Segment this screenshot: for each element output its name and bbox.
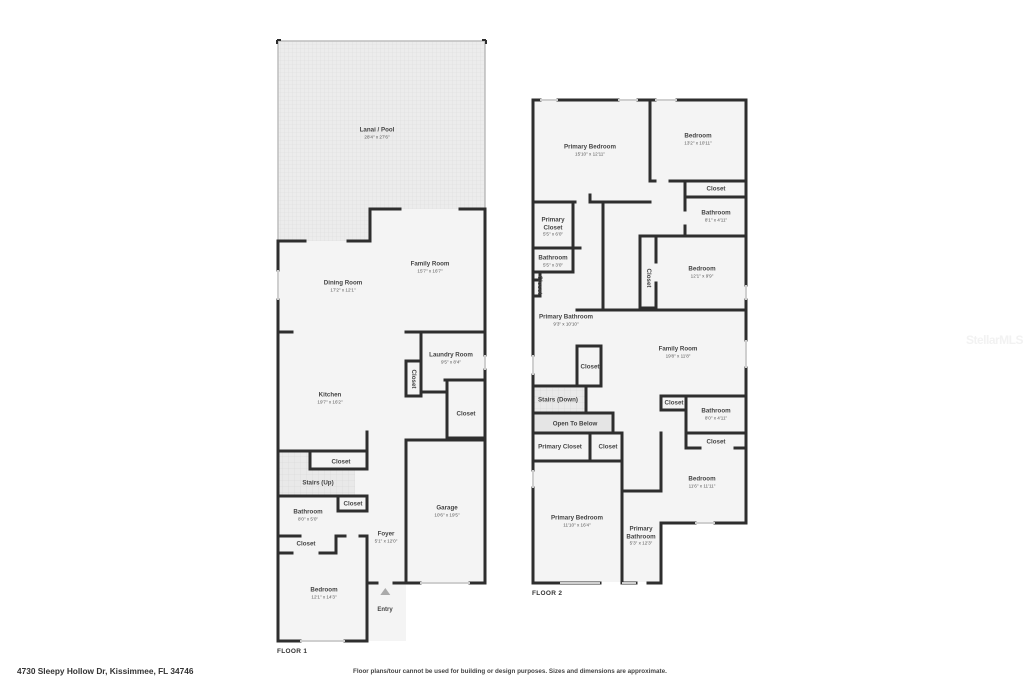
- entry-label: Entry: [377, 607, 393, 613]
- floor-2-plan: [531, 98, 748, 585]
- entry-arrow-icon: [380, 588, 390, 595]
- entry-marker: Entry: [377, 588, 393, 616]
- floor-1-plan: [276, 39, 487, 643]
- floor-1-interior: [278, 241, 485, 451]
- floor-1-label: FLOOR 1: [277, 648, 308, 655]
- floor-2-label: FLOOR 2: [532, 590, 563, 597]
- stairs-down-area: [534, 388, 586, 413]
- open-to-below-area: [534, 413, 613, 433]
- watermark-logo: StellarMLS: [966, 333, 1024, 347]
- disclaimer-text: Floor plans/tour cannot be used for buil…: [353, 668, 667, 675]
- property-address: 4730 Sleepy Hollow Dr, Kissimmee, FL 347…: [17, 666, 194, 676]
